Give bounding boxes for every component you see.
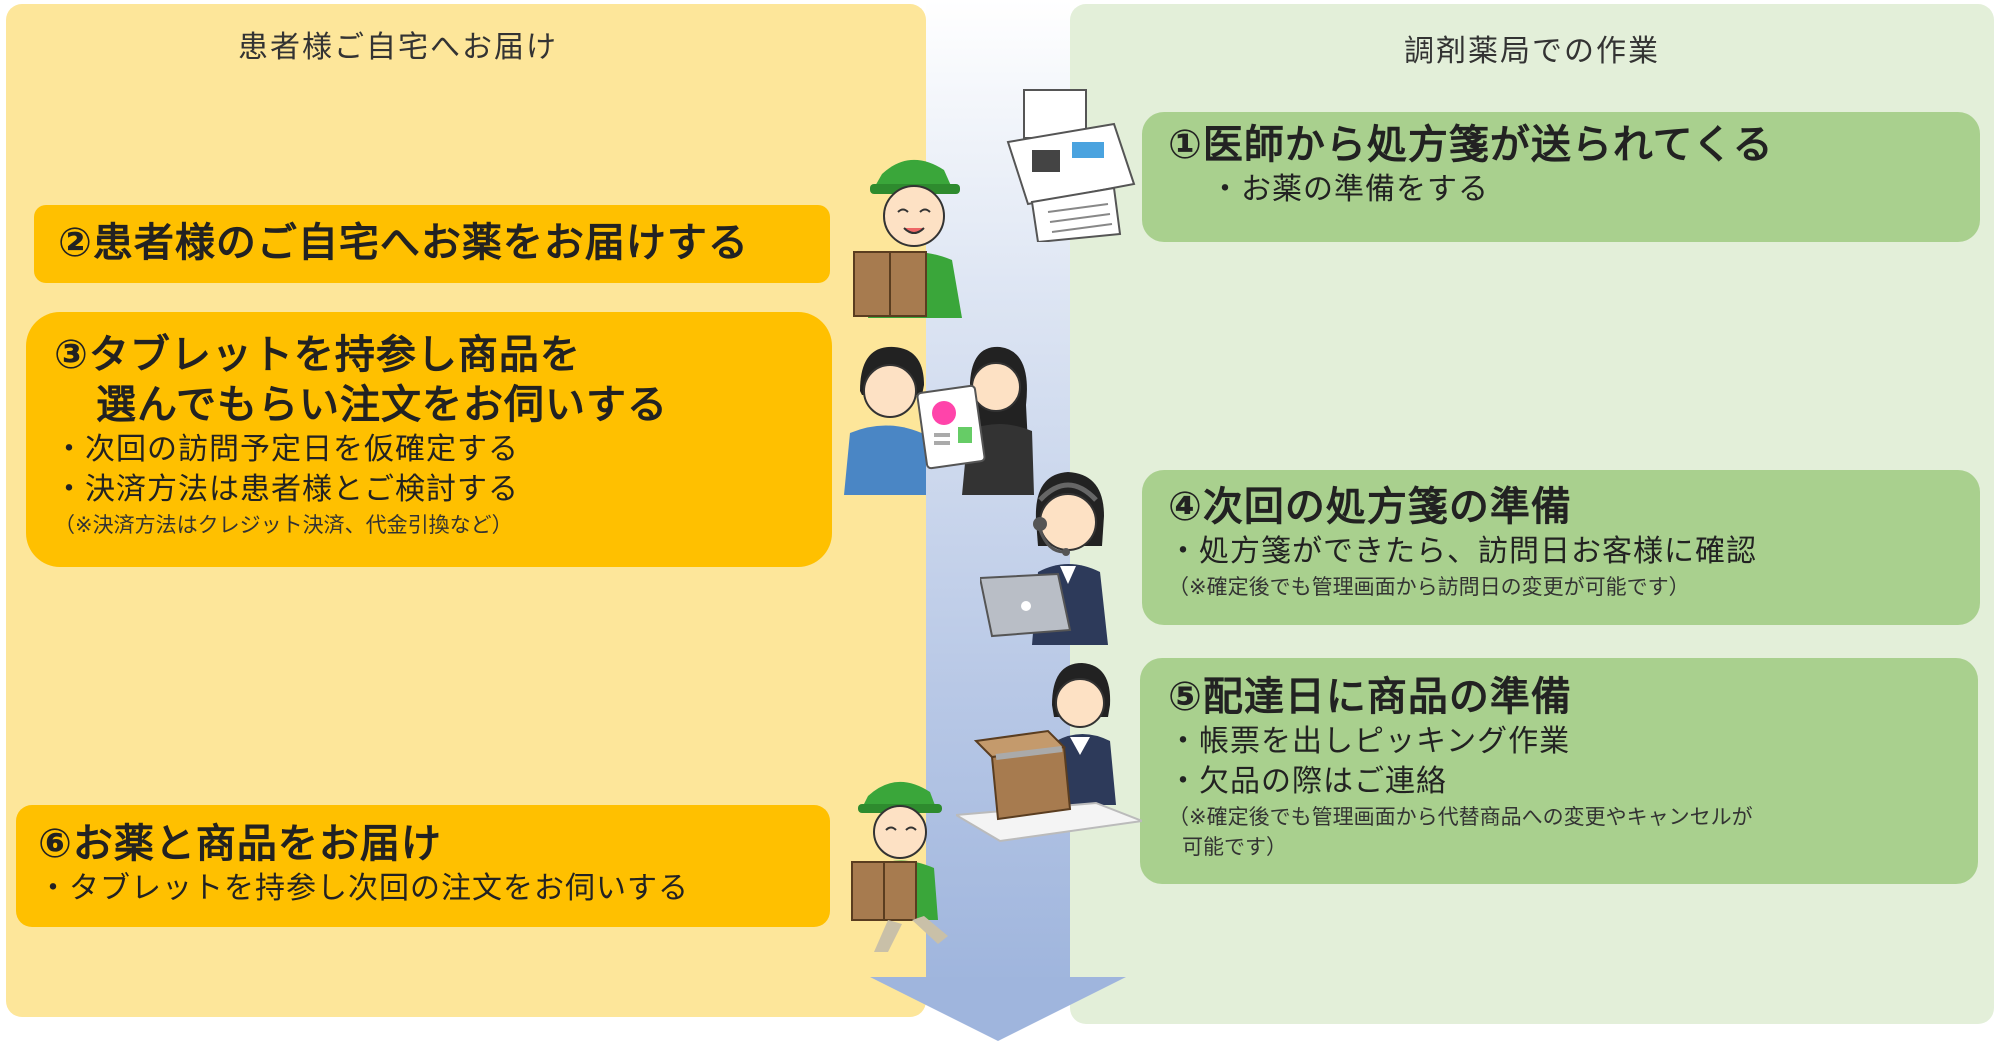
step-3-card: ③タブレットを持参し商品を 選んでもらい注文をお伺いする ・次回の訪問予定日を仮… (26, 312, 832, 567)
step-1-card: ①医師から処方箋が送られてくる ・お薬の準備をする (1142, 112, 1980, 242)
step-5-line-2: ・欠品の際はご連絡 (1168, 764, 1447, 799)
step-1-line: ・お薬の準備をする (1210, 172, 1489, 207)
step-4-card: ④次回の処方箋の準備 ・処方箋ができたら、訪問日お客様に確認 （※確定後でも管理… (1142, 470, 1980, 625)
call-center-operator-icon (980, 472, 1108, 645)
right-header: 調剤薬局での作業 (1404, 34, 1660, 69)
step-5-note-line2: 可能です） (1182, 835, 1287, 859)
flow-arrow-icon (870, 977, 1126, 1041)
step-2-title: ②患者様のご自宅へお薬をお届けする (58, 220, 749, 266)
tablet-consultation-icon (844, 346, 1034, 495)
step-4-note: （※確定後でも管理画面から訪問日の変更が可能です） (1168, 575, 1690, 599)
step-5-line-1: ・帳票を出しピッキング作業 (1168, 724, 1571, 759)
step-3-title-line1: ③タブレットを持参し商品を (54, 332, 581, 378)
step-6-card: ⑥お薬と商品をお届け ・タブレットを持参し次回の注文をお伺いする (16, 805, 830, 927)
step-6-line: ・タブレットを持参し次回の注文をお伺いする (38, 871, 689, 906)
step-4-title: ④次回の処方箋の準備 (1168, 484, 1572, 530)
left-header: 患者様ご自宅へお届け (238, 30, 558, 65)
step-3-line-1: ・次回の訪問予定日を仮確定する (54, 432, 519, 467)
step-2-card: ②患者様のご自宅へお薬をお届けする (34, 205, 830, 283)
fax-machine-icon (1006, 89, 1136, 242)
step-5-note-line1: （※確定後でも管理画面から代替商品への変更やキャンセルが (1168, 805, 1753, 829)
step-3-line-2: ・決済方法は患者様とご検討する (54, 472, 519, 507)
step-3-title-line2: 選んでもらい注文をお伺いする (96, 382, 668, 428)
running-delivery-person-icon (851, 781, 948, 952)
step-3-note: （※決済方法はクレジット決済、代金引換など） (54, 513, 513, 537)
packing-staff-icon (956, 663, 1142, 843)
step-4-line: ・処方箋ができたら、訪問日お客様に確認 (1168, 534, 1757, 569)
step-5-card: ⑤配達日に商品の準備 ・帳票を出しピッキング作業 ・欠品の際はご連絡 （※確定後… (1140, 658, 1978, 884)
step-5-title: ⑤配達日に商品の準備 (1168, 674, 1572, 720)
delivery-person-with-box-icon (853, 159, 962, 318)
step-6-title: ⑥お薬と商品をお届け (38, 821, 442, 867)
step-1-title: ①医師から処方箋が送られてくる (1168, 122, 1774, 168)
